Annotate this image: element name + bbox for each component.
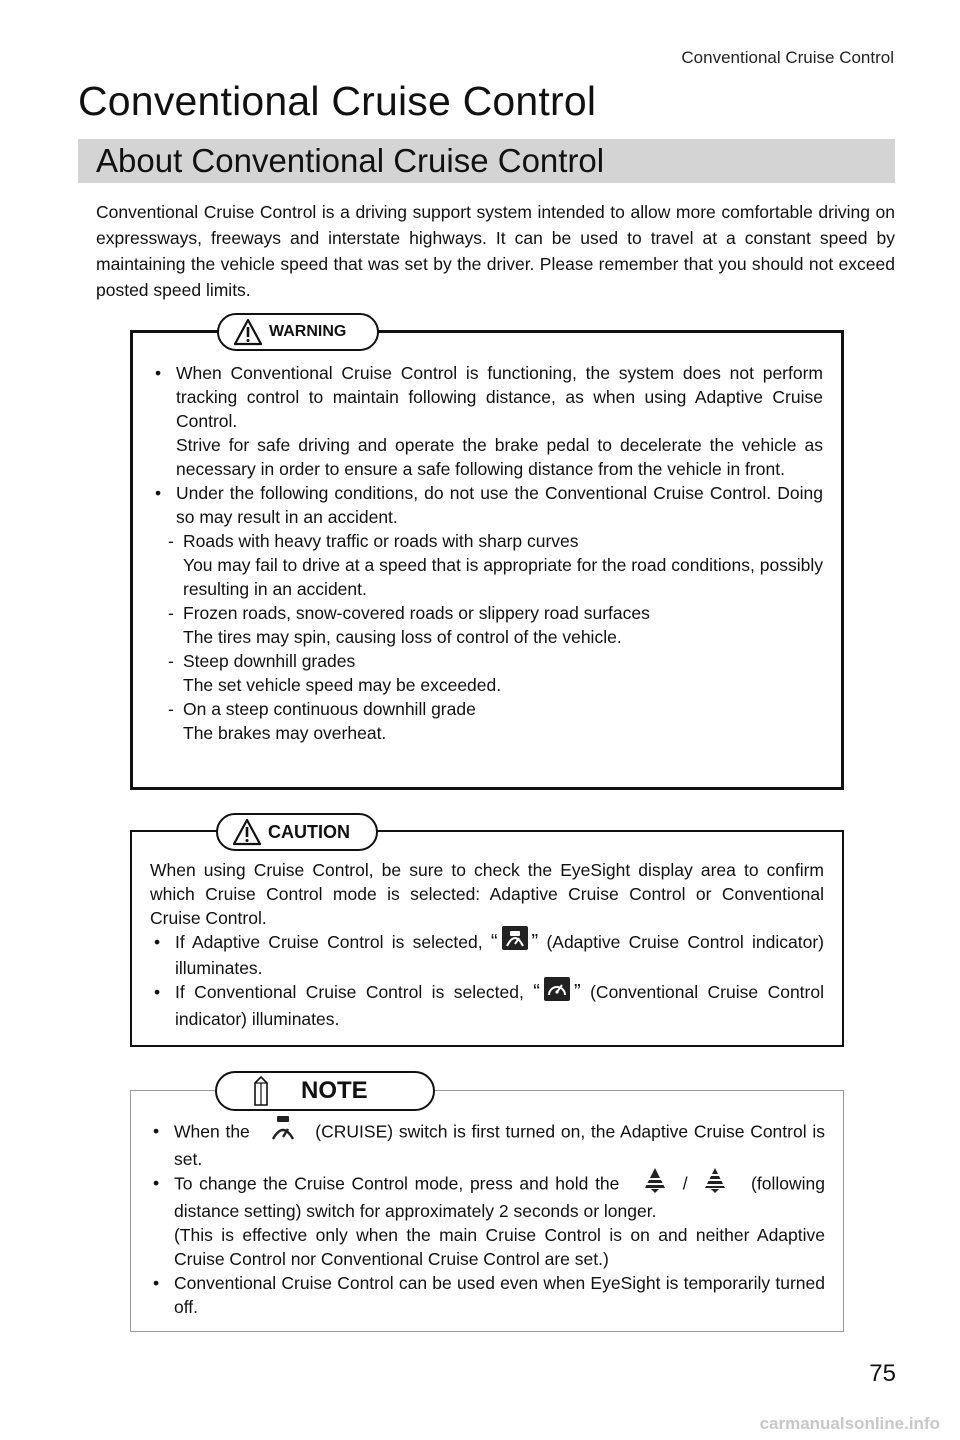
list-item: When Conventional Cruise Control is func… [151,361,823,481]
section-band: About Conventional Cruise Control [78,139,895,183]
caution-bullet-1-pre: If Adaptive Cruise Control is selected, [175,932,483,952]
open-quote: “ [533,981,540,1004]
note-content: When the (CRUISE) switch is first turned… [149,1116,825,1319]
condition-title: Roads with heavy traffic or roads with s… [183,531,579,551]
caution-bullet-1-post: (Adaptive Cruise Control indicator) illu… [175,932,824,979]
warning-label: WARNING [269,323,347,340]
caution-bullet-2-post: (Conventional Cruise Control indicator) … [175,982,824,1029]
open-quote: “ [490,931,498,953]
warning-bullet-2-text: Under the following conditions, do not u… [176,483,823,527]
condition-title: Steep downhill grades [183,651,356,671]
section-title: About Conventional Cruise Control [96,142,605,179]
note-bullet-3: Conventional Cruise Control can be used … [174,1273,825,1317]
condition-item: Roads with heavy traffic or roads with s… [166,529,823,601]
caution-content: When using Cruise Control, be sure to ch… [150,858,824,1031]
note-bullet-1-pre: When the [174,1121,250,1142]
warning-bullet-1-advice: Strive for safe driving and operate the … [176,435,823,479]
caution-badge: CAUTION [216,813,378,851]
close-quote: ” [573,981,581,1004]
condition-item: On a steep continuous downhill grade The… [166,697,823,745]
note-box: NOTE When the (CRUISE) switch is first t… [130,1071,844,1332]
condition-title: Frozen roads, snow-covered roads or slip… [183,603,650,623]
condition-title: On a steep continuous downhill grade [183,699,476,719]
caution-triangle-icon [232,818,262,846]
warning-bullet-1-text: When Conventional Cruise Control is func… [176,363,823,431]
note-bullet-2-pre: To change the Cruise Control mode, press… [174,1173,620,1194]
warning-badge: WARNING [217,313,379,351]
list-item: To change the Cruise Control mode, press… [149,1168,825,1271]
close-quote: ” [531,931,539,953]
cruise-switch-icon [270,1115,296,1147]
note-bullet-2-paren: (This is effective only when the main Cr… [174,1225,825,1269]
condition-item: Steep downhill grades The set vehicle sp… [166,649,823,697]
running-header: Conventional Cruise Control [681,48,894,67]
list-item: When the (CRUISE) switch is first turned… [149,1116,825,1171]
page-title: Conventional Cruise Control [78,78,597,124]
pencil-note-icon [251,1075,271,1107]
condition-detail: You may fail to drive at a speed that is… [183,555,823,599]
adaptive-cruise-indicator-icon [501,926,528,956]
page-number: 75 [869,1360,896,1387]
note-badge: NOTE [215,1071,435,1111]
following-distance-switch-icon [704,1167,726,1199]
note-separator: / [682,1173,688,1194]
warning-box: WARNING When Conventional Cruise Control… [130,313,844,790]
list-item: Under the following conditions, do not u… [151,481,823,745]
conventional-cruise-indicator-icon [543,976,570,1007]
condition-detail: The tires may spin, causing loss of cont… [183,627,622,647]
list-item: If Adaptive Cruise Control is selected, … [150,926,824,980]
list-item: Conventional Cruise Control can be used … [149,1271,825,1319]
watermark: carmanualsonline.info [759,1414,940,1433]
caution-bullet-2-pre: If Conventional Cruise Control is select… [175,982,524,1003]
warning-triangle-icon [233,318,263,346]
intro-paragraph: Conventional Cruise Control is a driving… [96,202,895,300]
caution-label: CAUTION [268,821,350,842]
note-bullet-2-post: (following distance setting) switch for … [174,1173,825,1221]
warning-content: When Conventional Cruise Control is func… [151,361,823,745]
caution-box: CAUTION When using Cruise Control, be su… [130,813,844,1047]
following-distance-switch-icon [644,1167,666,1199]
condition-detail: The brakes may overheat. [183,723,387,743]
condition-detail: The set vehicle speed may be exceeded. [183,675,502,695]
list-item: If Conventional Cruise Control is select… [150,976,824,1030]
caution-intro: When using Cruise Control, be sure to ch… [150,860,824,928]
note-bullet-1-post: (CRUISE) switch is first turned on, the … [174,1121,825,1169]
condition-item: Frozen roads, snow-covered roads or slip… [166,601,823,649]
note-label: NOTE [301,1077,368,1104]
